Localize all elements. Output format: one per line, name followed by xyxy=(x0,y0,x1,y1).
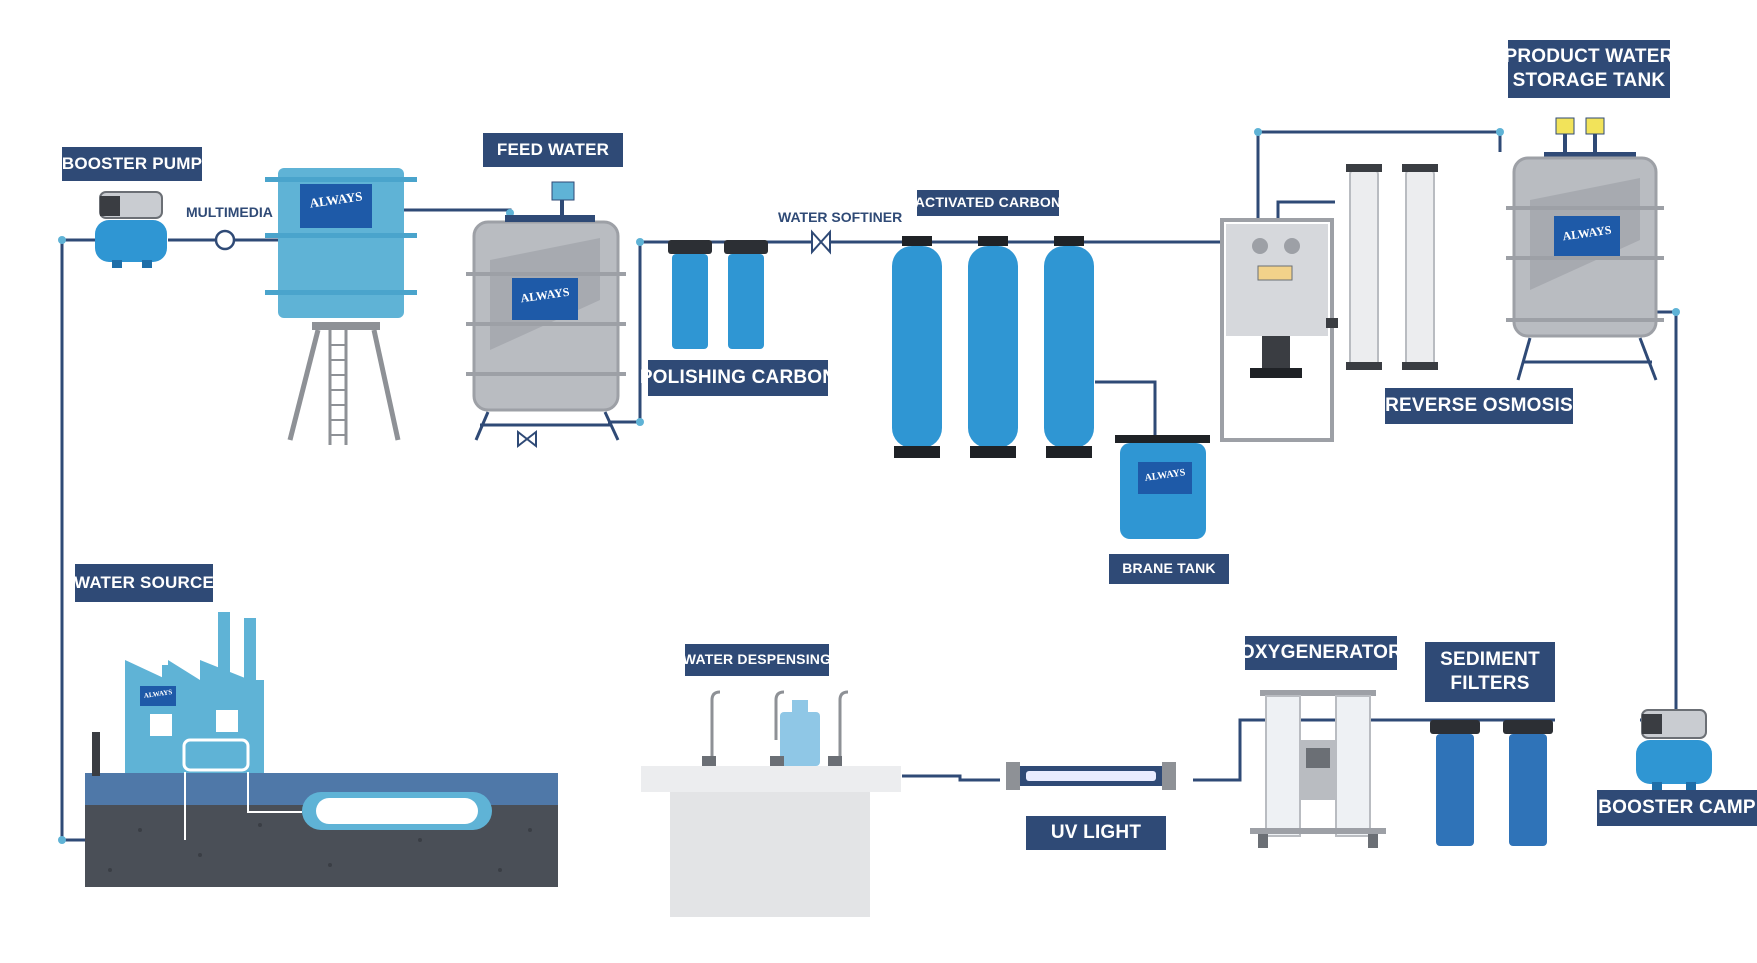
label-sediment-line2: FILTERS xyxy=(1450,673,1530,694)
polishing-carbon-filters-icon xyxy=(668,240,768,349)
water-dispensing-station-icon xyxy=(641,690,901,917)
label-feed-water: FEED WATER xyxy=(483,133,623,167)
softener-valve-icon xyxy=(811,229,831,255)
oxygenerator-icon xyxy=(1250,690,1386,848)
label-brane-tank: BRANE TANK xyxy=(1109,554,1229,584)
sediment-filters-icon xyxy=(1430,720,1553,846)
label-water-source: WATER SOURCE xyxy=(74,564,214,602)
uv-light-icon xyxy=(1006,762,1176,790)
water-source-icon xyxy=(85,612,558,887)
label-reverse-osmosis: REVERSE OSMOSIS xyxy=(1385,388,1573,424)
label-product-water-line2: STORAGE TANK xyxy=(1512,70,1666,91)
booster-pump-icon xyxy=(95,191,167,268)
label-activated-carbon: ACTIVATED CARBON xyxy=(915,190,1061,216)
label-uv-light: UV LIGHT xyxy=(1026,816,1166,850)
activated-carbon-tanks-icon xyxy=(892,236,1094,458)
label-sediment-filters: SEDIMENT FILTERS xyxy=(1425,642,1555,702)
label-booster-pump: BOOSTER PUMP xyxy=(62,147,202,181)
ro-control-unit-icon xyxy=(1220,218,1338,442)
label-water-despensing: WATER DESPENSING xyxy=(683,644,831,676)
label-water-softiner: WATER SOFTINER xyxy=(778,209,903,225)
label-product-water-storage-tank: PRODUCT WATER STORAGE TANK xyxy=(1504,40,1673,98)
product-storage-tank-icon xyxy=(1506,117,1664,381)
multimedia-tank-icon xyxy=(265,168,417,445)
label-sediment-line1: SEDIMENT xyxy=(1440,649,1540,671)
label-multimedia: MULTIMEDIA xyxy=(186,204,273,220)
booster-camp-icon xyxy=(1636,709,1712,790)
multimedia-valve-icon xyxy=(214,229,236,251)
brane-tank-icon xyxy=(1115,435,1210,539)
label-oxygenerator: OXYGENERATOR xyxy=(1240,636,1402,670)
label-product-water-line1: PRODUCT WATER xyxy=(1504,46,1674,68)
label-polishing-carbon: POLISHING CARBON xyxy=(640,360,836,396)
label-booster-camp: BOOSTER CAMP xyxy=(1597,790,1757,826)
feed-water-tank-icon xyxy=(466,181,626,449)
reverse-osmosis-membranes-icon xyxy=(1346,164,1438,370)
